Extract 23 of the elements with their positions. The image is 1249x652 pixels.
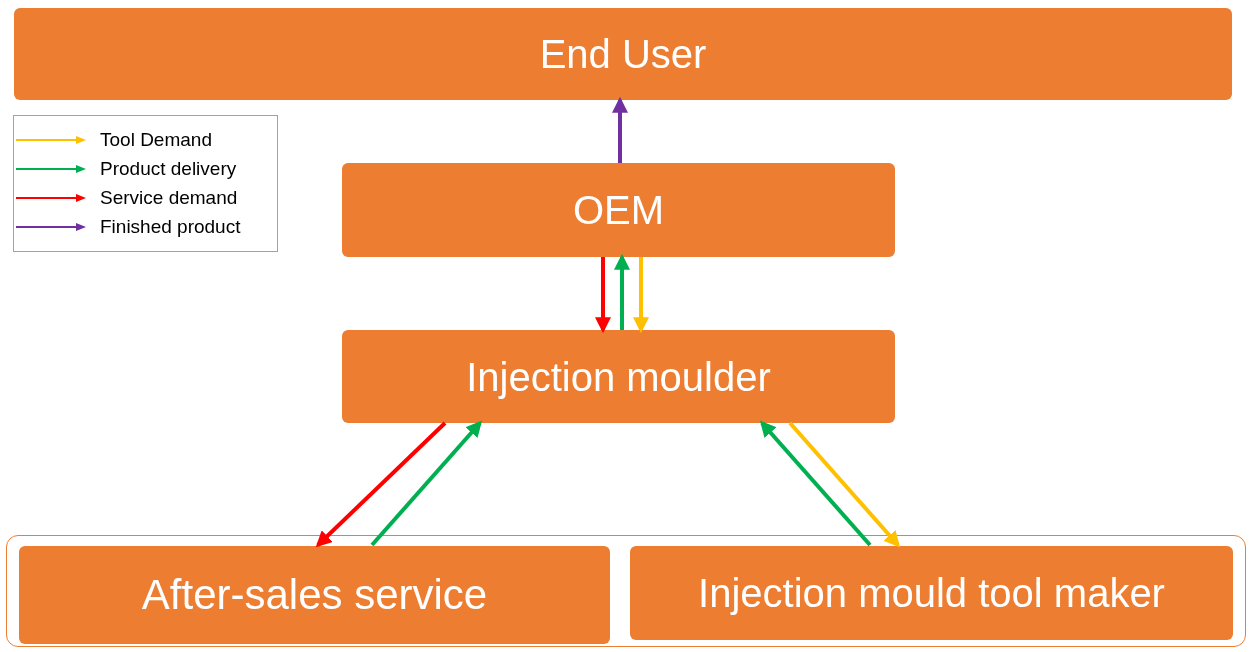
process-box bbox=[342, 163, 895, 257]
node-label: OEM bbox=[572, 190, 665, 230]
process-box bbox=[630, 546, 1233, 640]
process-box bbox=[19, 546, 610, 644]
arrow bbox=[595, 257, 611, 334]
legend-label: Finished product bbox=[100, 215, 241, 239]
group-frame bbox=[6, 535, 1246, 647]
node-label: Injection mould tool maker bbox=[698, 573, 1165, 613]
legend-label: Service demand bbox=[100, 186, 238, 210]
arrow bbox=[370, 420, 483, 547]
node-label: Injection moulder bbox=[466, 356, 771, 397]
node-label: End User bbox=[539, 34, 707, 74]
arrow bbox=[614, 253, 630, 330]
process-box bbox=[14, 8, 1232, 100]
arrow bbox=[612, 96, 628, 163]
process-box bbox=[342, 330, 895, 423]
arrow bbox=[788, 421, 901, 548]
legend-label: Tool Demand bbox=[100, 128, 212, 152]
node-label: After-sales service bbox=[141, 574, 488, 616]
arrow bbox=[633, 257, 649, 334]
legend-label: Product delivery bbox=[100, 157, 237, 181]
arrow bbox=[759, 420, 872, 547]
arrow bbox=[315, 421, 447, 548]
